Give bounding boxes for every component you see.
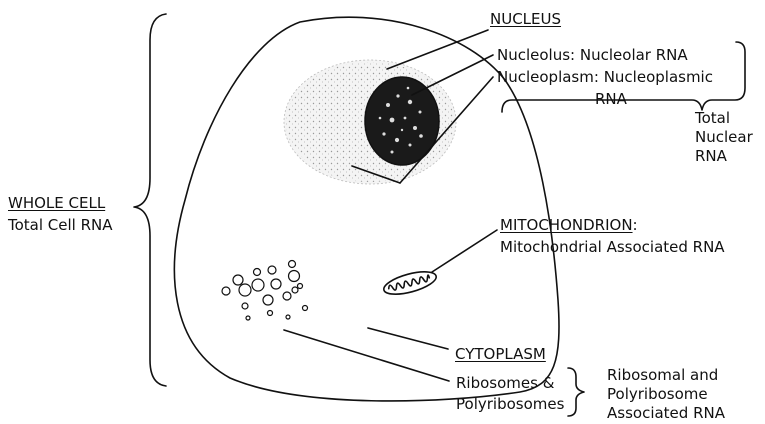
ribosomal-brace <box>568 368 584 416</box>
nucleolus-name: Nucleolus <box>497 46 570 64</box>
cytoplasm-heading: CYTOPLASM <box>455 345 546 363</box>
mitochondrion-heading-text: MITOCHONDRION <box>500 216 633 234</box>
nucleolus-colon: : <box>570 46 575 64</box>
whole-cell-heading: WHOLE CELL <box>8 194 105 212</box>
ribosome-vesicles <box>222 261 308 321</box>
nucleolus-label: Nucleolus: Nucleolar RNA <box>497 46 688 64</box>
mitochondrion-colon: : <box>633 216 638 234</box>
whole-cell-brace <box>134 14 166 386</box>
mitochondrion-heading: MITOCHONDRION: <box>500 216 638 234</box>
nucleus-heading: NUCLEUS <box>490 10 561 28</box>
total-nuclear-line3: RNA <box>695 147 727 165</box>
mitochondrion-subtitle: Mitochondrial Associated RNA <box>500 238 725 256</box>
total-nuclear-line2: Nuclear <box>695 128 753 146</box>
nucleoplasm-rna-line1: Nucleoplasmic <box>604 68 713 86</box>
mitochondrion-shape <box>382 267 439 298</box>
whole-cell-subtitle: Total Cell RNA <box>8 216 113 234</box>
ribosomes-line2: Polyribosomes <box>456 395 564 413</box>
nucleoplasm-rna-line2: RNA <box>595 90 627 108</box>
nucleoplasm-colon: : <box>594 68 599 86</box>
total-nuclear-line1: Total <box>695 109 730 127</box>
ribosomal-rna-line3: Associated RNA <box>607 404 725 422</box>
nucleolus-rna: Nucleolar RNA <box>580 46 688 64</box>
ribosomal-rna-line1: Ribosomal and <box>607 366 718 384</box>
nucleoplasm-name: Nucleoplasm <box>497 68 594 86</box>
nucleoplasm-label: Nucleoplasm: Nucleoplasmic <box>497 68 713 86</box>
ribosomes-line1: Ribosomes & <box>456 374 554 392</box>
ribosomal-rna-line2: Polyribosome <box>607 385 708 403</box>
